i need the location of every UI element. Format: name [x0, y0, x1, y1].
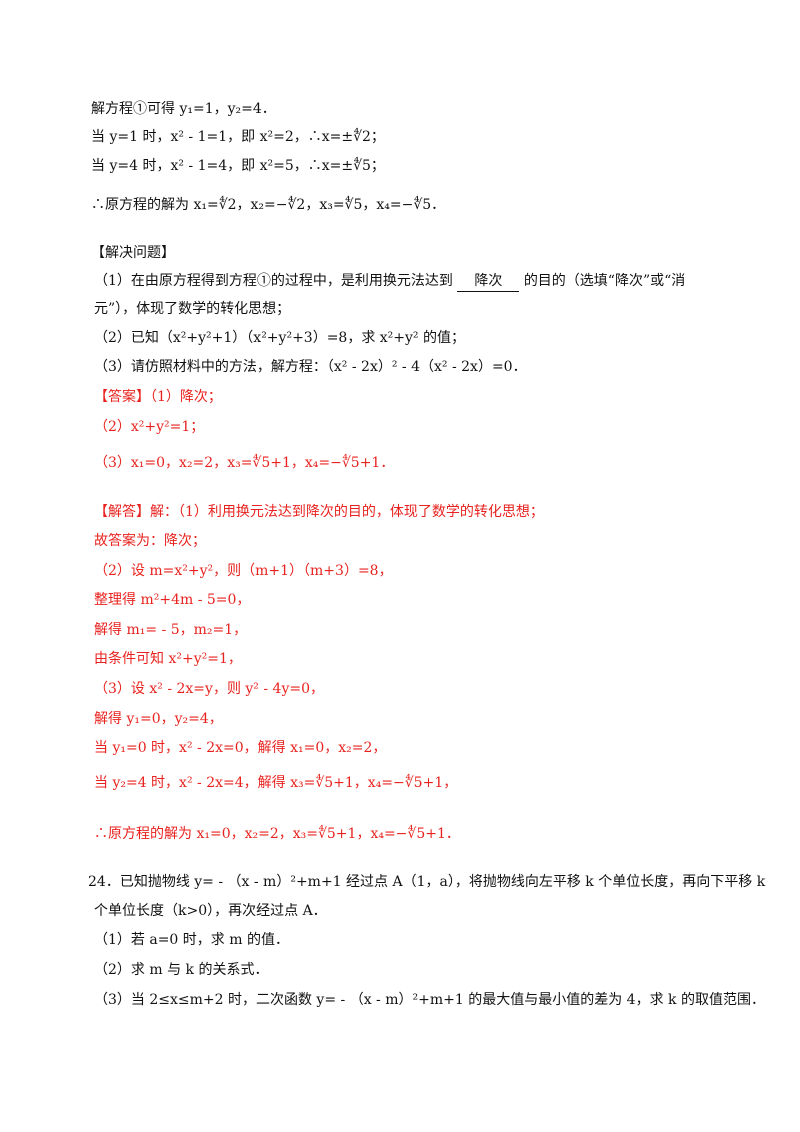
answer-line: （3）x₁=0，x₂=2，x₃=∜5+1，x₄=−∜5+1．	[94, 455, 395, 471]
solution-line: 整理得 m²+4m - 5=0，	[94, 592, 251, 608]
solution-line: ∴原方程的解为 x₁=0，x₂=2，x₃=∜5+1，x₄=−∜5+1．	[94, 826, 460, 842]
text-line: 解方程①可得 y₁=1，y₂=4．	[91, 101, 276, 117]
text-line: ∴原方程的解为 x₁=∜2，x₂=−∜2，x₃=∜5，x₄=−∜5．	[91, 197, 446, 213]
solution-line: 解得 y₁=0，y₂=4，	[94, 711, 223, 727]
question-2: （2）已知（x²+y²+1）（x²+y²+3）=8，求 x²+y² 的值；	[94, 330, 465, 346]
question-1: （1）在由原方程得到方程①的过程中，是利用换元法达到 降次 的目的（选填“降次”…	[94, 271, 685, 292]
solution-line: 由条件可知 x²+y²=1，	[94, 651, 242, 667]
solution-line: 当 y₁=0 时，x² - 2x=0，解得 x₁=0，x₂=2，	[94, 740, 387, 756]
question-1-cont: 元”），体现了数学的转化思想；	[94, 301, 291, 317]
answer-heading: 【答案】（1）降次；	[94, 389, 222, 405]
solution-heading: 【解答】解：（1）利用换元法达到降次的目的，体现了数学的转化思想；	[94, 504, 544, 520]
problem-24-part-1: （1）若 a=0 时，求 m 的值．	[94, 932, 289, 948]
problem-24-part-3: （3）当 2≤x≤m+2 时，二次函数 y= - （x - m）²+m+1 的最…	[94, 992, 765, 1008]
question-text: （1）在由原方程得到方程①的过程中，是利用换元法达到	[94, 273, 453, 289]
problem-24: 24．已知抛物线 y= - （x - m）²+m+1 经过点 A（1，a），将抛…	[88, 874, 766, 890]
text-line: 当 y=4 时，x² - 1=4，即 x²=5，∴x=±∜5；	[91, 158, 385, 174]
text-line: 当 y=1 时，x² - 1=1，即 x²=2，∴x=±∜2；	[91, 129, 385, 145]
solution-line: 故答案为：降次；	[94, 533, 206, 549]
answer-line: （2）x²+y²=1；	[94, 419, 205, 435]
solution-line: （2）设 m=x²+y²，则（m+1）（m+3）=8，	[94, 563, 393, 579]
fill-blank-answer: 降次	[457, 271, 520, 292]
problem-24-part-2: （2）求 m 与 k 的关系式．	[94, 962, 269, 978]
solution-line: 解得 m₁= - 5，m₂=1，	[94, 622, 248, 638]
section-heading: 【解决问题】	[91, 245, 175, 261]
question-3: （3）请仿照材料中的方法，解方程：（x² - 2x）² - 4（x² - 2x）…	[94, 359, 527, 375]
solution-line: 当 y₂=4 时，x² - 2x=4，解得 x₃=∜5+1，x₄=−∜5+1，	[94, 775, 458, 791]
question-text: 的目的（选填“降次”或“消	[523, 273, 686, 289]
solution-line: （3）设 x² - 2x=y，则 y² - 4y=0，	[94, 681, 324, 697]
problem-24-cont: 个单位长度（k>0），再次经过点 A．	[94, 903, 327, 919]
